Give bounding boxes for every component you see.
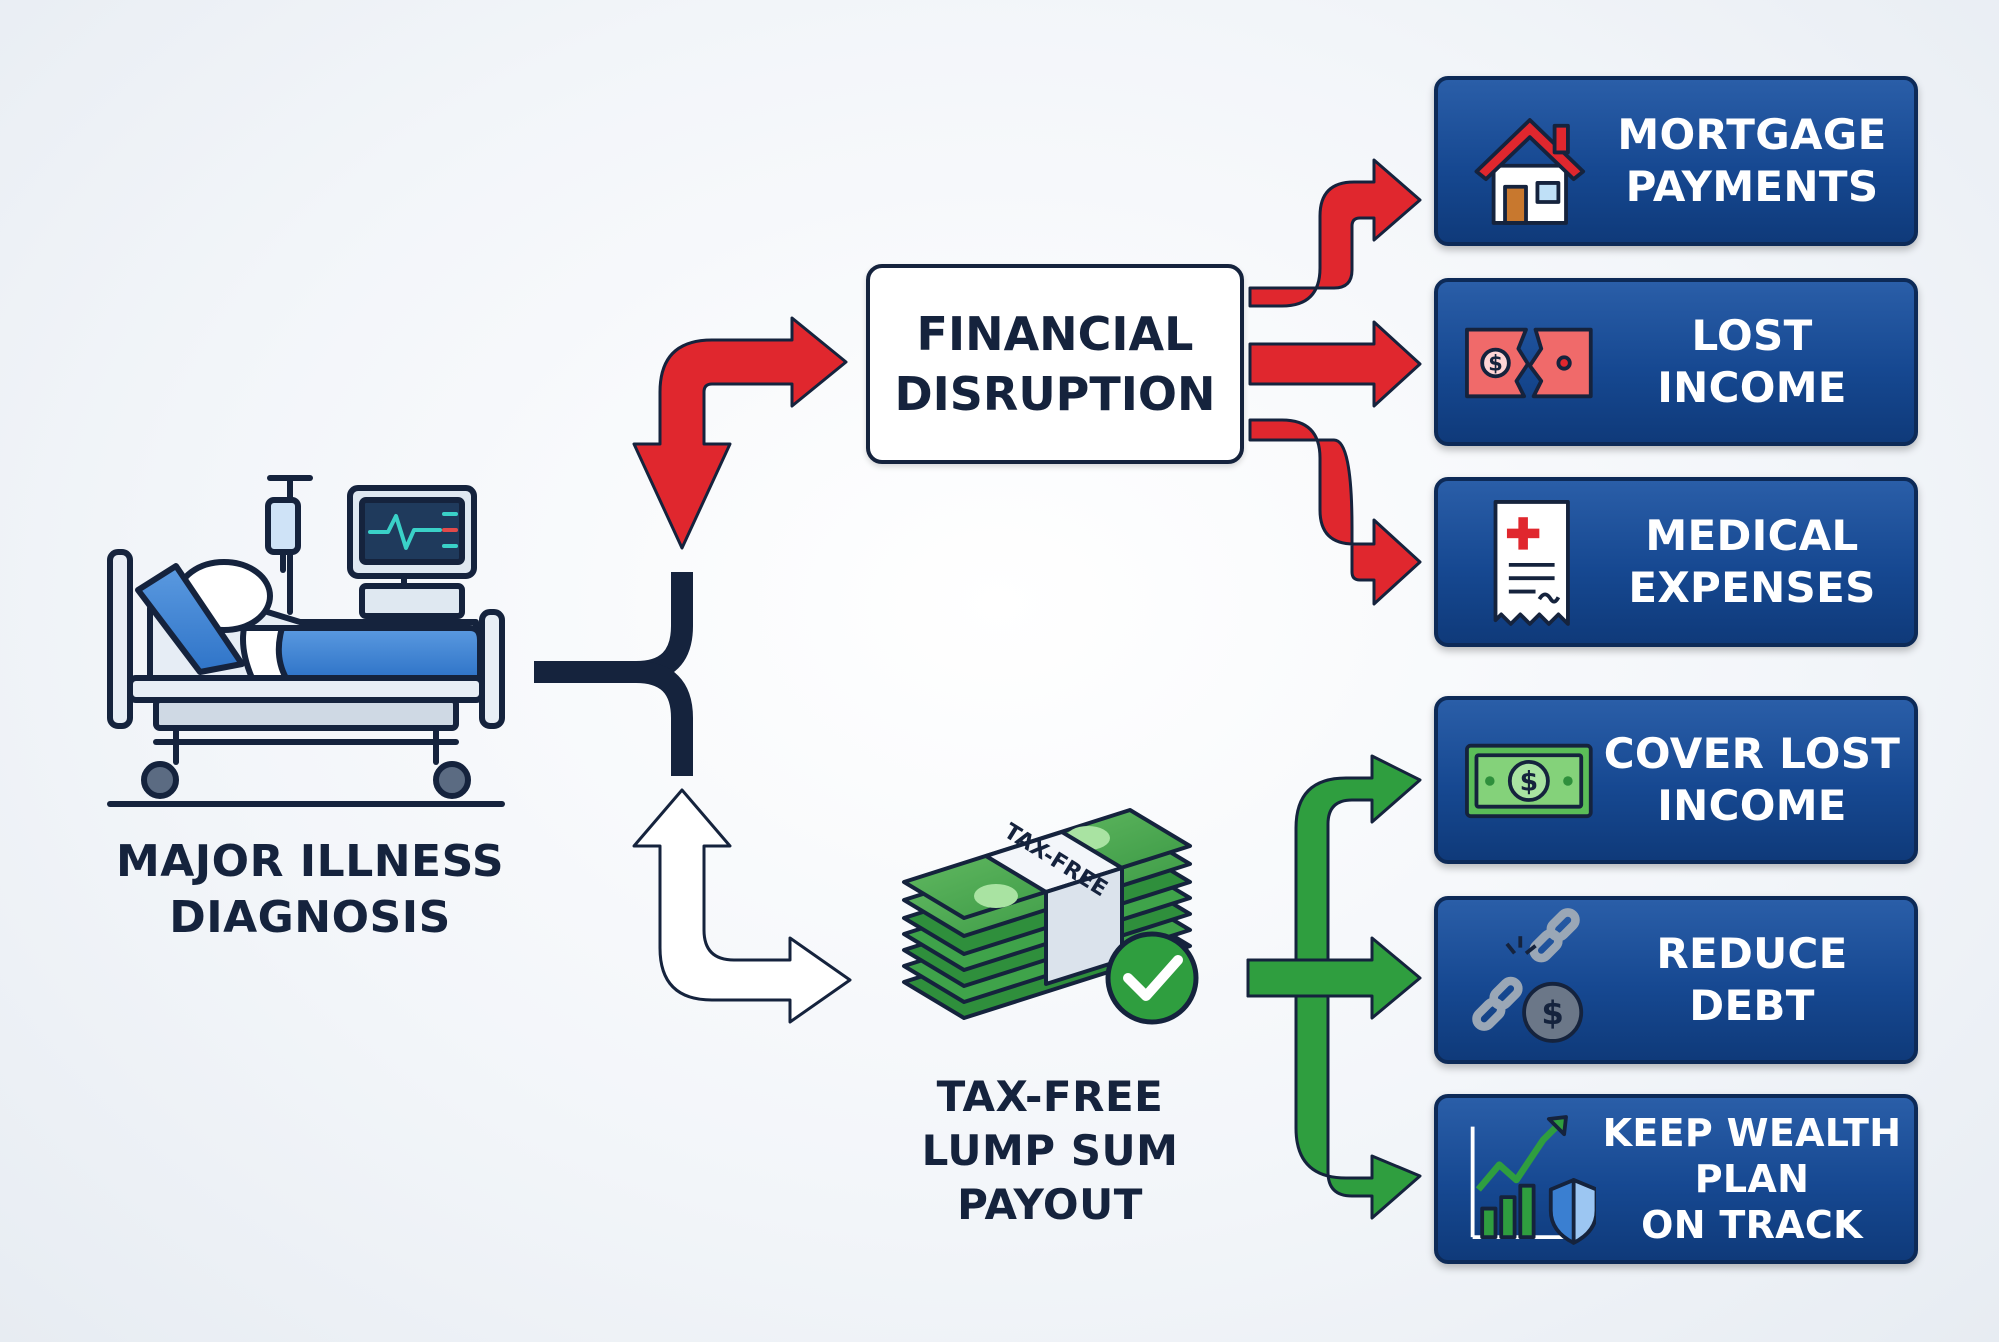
svg-text:$: $ <box>1520 766 1539 797</box>
payout-label-line3: PAYOUT <box>957 1180 1143 1229</box>
green-arrow-cover-income <box>1246 754 1422 962</box>
payout-label-line1: TAX-FREE <box>936 1072 1164 1121</box>
financial-disruption-label: FINANCIAL DISRUPTION <box>894 304 1215 424</box>
svg-text:$: $ <box>1488 352 1503 376</box>
card-lost-income-label: LOST INCOME <box>1657 311 1847 412</box>
trigger-label-line1: MAJOR ILLNESS <box>115 836 505 887</box>
green-arrow-reduce-debt <box>1246 936 1422 1020</box>
hospital-bed-icon <box>107 475 505 807</box>
green-arrow-wealth-plan <box>1246 994 1422 1220</box>
checkmark-badge-icon <box>1105 931 1199 1025</box>
card-lost-income: $ LOST INCOME <box>1434 278 1918 446</box>
growth-chart-shield-icon <box>1456 1098 1599 1260</box>
card-wealth-plan-label: KEEP WEALTH PLAN ON TRACK <box>1602 1111 1902 1247</box>
medical-bill-icon <box>1456 481 1596 643</box>
card-cover-income-label: COVER LOST INCOME <box>1603 729 1901 830</box>
card-mortgage-payments: MORTGAGE PAYMENTS <box>1434 76 1918 246</box>
trigger-label-line2: DIAGNOSIS <box>169 892 451 943</box>
red-arrow-to-disruption <box>632 316 848 550</box>
financial-disruption-box: FINANCIAL DISRUPTION <box>866 264 1244 464</box>
cash-stack-icon: TAX-FREE <box>902 808 1199 1025</box>
trigger-label: MAJOR ILLNESS DIAGNOSIS <box>60 834 560 946</box>
card-cover-lost-income: $ COVER LOST INCOME <box>1434 696 1918 864</box>
white-arrow-to-payout <box>632 788 852 1024</box>
house-icon <box>1456 80 1596 242</box>
disruption-label-line2: DISRUPTION <box>894 367 1216 421</box>
payout-label-line2: LUMP SUM <box>921 1126 1179 1175</box>
card-wealth-plan: KEEP WEALTH PLAN ON TRACK <box>1434 1094 1918 1264</box>
red-arrow-mortgage <box>1248 158 1422 308</box>
payout-label: TAX-FREE LUMP SUM PAYOUT <box>860 1070 1240 1232</box>
green-outcome-arrows <box>1246 754 1422 1220</box>
red-arrow-lost-income <box>1248 320 1422 408</box>
red-outcome-arrows <box>1248 158 1422 606</box>
dollar-bill-icon: $ <box>1456 700 1596 860</box>
card-reduce-debt-label: REDUCE DEBT <box>1656 929 1848 1030</box>
card-reduce-debt: $ REDUCE DEBT <box>1434 896 1918 1064</box>
broken-chain-icon: $ <box>1456 900 1596 1060</box>
red-arrow-medical <box>1248 418 1422 606</box>
torn-bill-icon: $ <box>1456 282 1596 442</box>
card-medical-label: MEDICAL EXPENSES <box>1628 511 1876 612</box>
card-medical-expenses: MEDICAL EXPENSES <box>1434 477 1918 647</box>
svg-text:$: $ <box>1541 994 1564 1032</box>
card-mortgage-label: MORTGAGE PAYMENTS <box>1617 110 1887 211</box>
fork-connector <box>534 572 693 776</box>
disruption-label-line1: FINANCIAL <box>916 307 1194 361</box>
